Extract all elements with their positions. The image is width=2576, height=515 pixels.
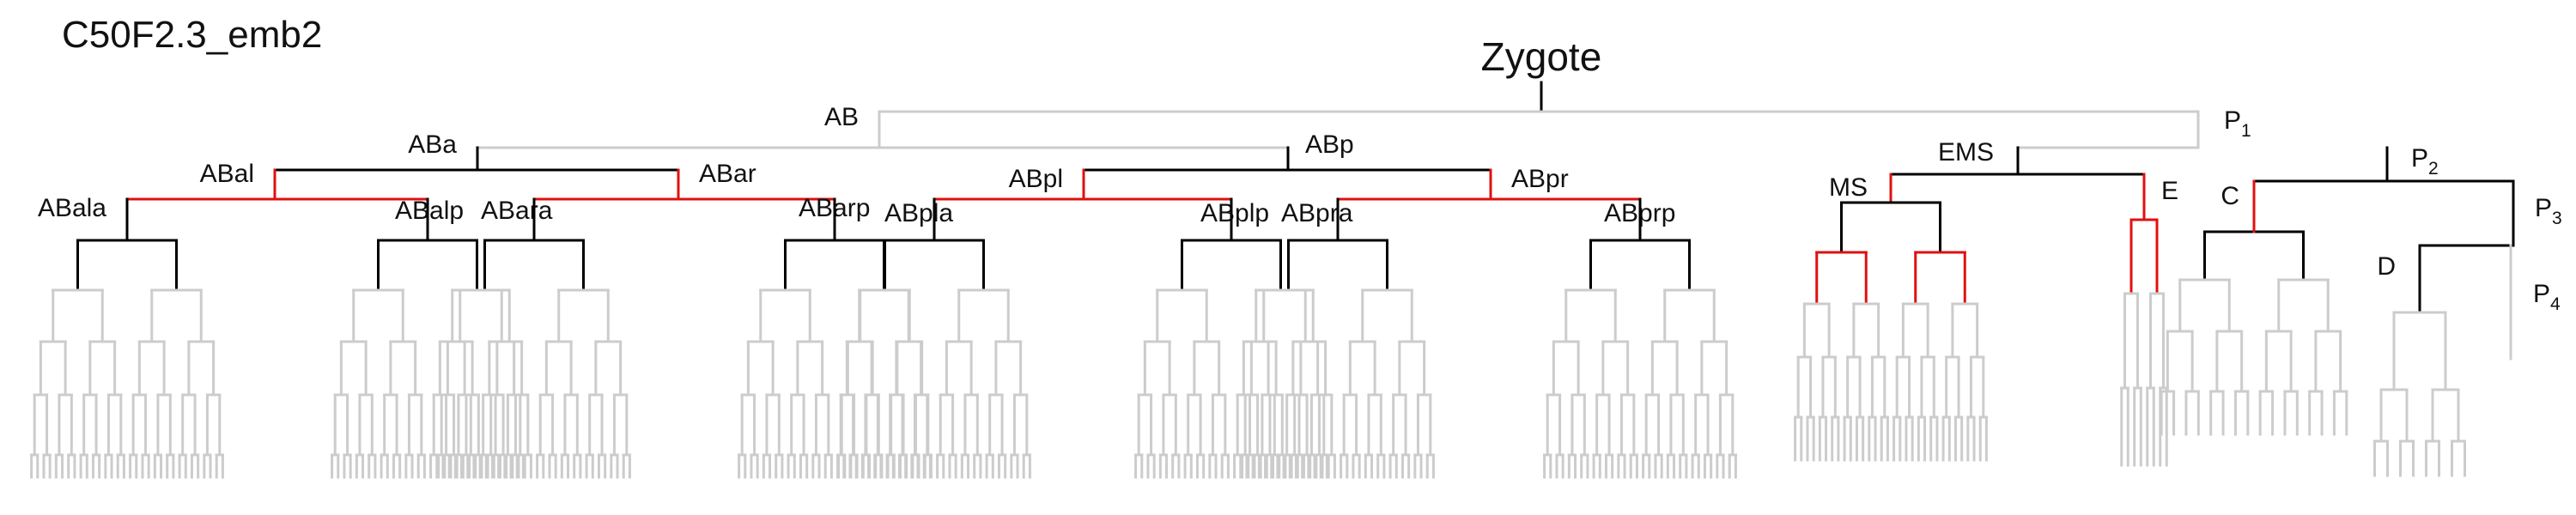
cell-label-e: E: [2161, 177, 2178, 205]
cell-label-abpla: ABpla: [884, 199, 953, 227]
cell-label-abalp: ABalp: [395, 197, 464, 225]
cell-label-abplp: ABplp: [1200, 199, 1269, 227]
cell-label-p2: P2: [2411, 144, 2439, 179]
cell-label-ms: MS: [1829, 173, 1868, 202]
cell-label-abala: ABala: [38, 194, 106, 222]
cell-label-aba: ABa: [408, 130, 457, 159]
cell-label-d: D: [2377, 252, 2396, 281]
cell-label-zygote: Zygote: [1481, 34, 1602, 79]
embryo-label: C50F2.3_emb2: [62, 14, 323, 56]
cell-label-abar: ABar: [699, 160, 756, 188]
cell-label-abpr: ABpr: [1511, 165, 1569, 193]
cell-label-p3: P3: [2535, 194, 2562, 228]
cell-label-abpra: ABpra: [1281, 199, 1353, 227]
cell-label-p1: P1: [2224, 106, 2251, 141]
cell-label-abp: ABp: [1305, 130, 1354, 159]
cell-label-c: C: [2221, 182, 2239, 210]
cell-label-p4: P4: [2533, 280, 2561, 314]
cell-label-ems: EMS: [1938, 138, 1994, 167]
cell-label-abal: ABal: [200, 160, 254, 188]
cell-label-abpl: ABpl: [1009, 165, 1063, 193]
cell-label-ab: AB: [824, 103, 859, 131]
cell-label-abara: ABara: [481, 197, 553, 225]
